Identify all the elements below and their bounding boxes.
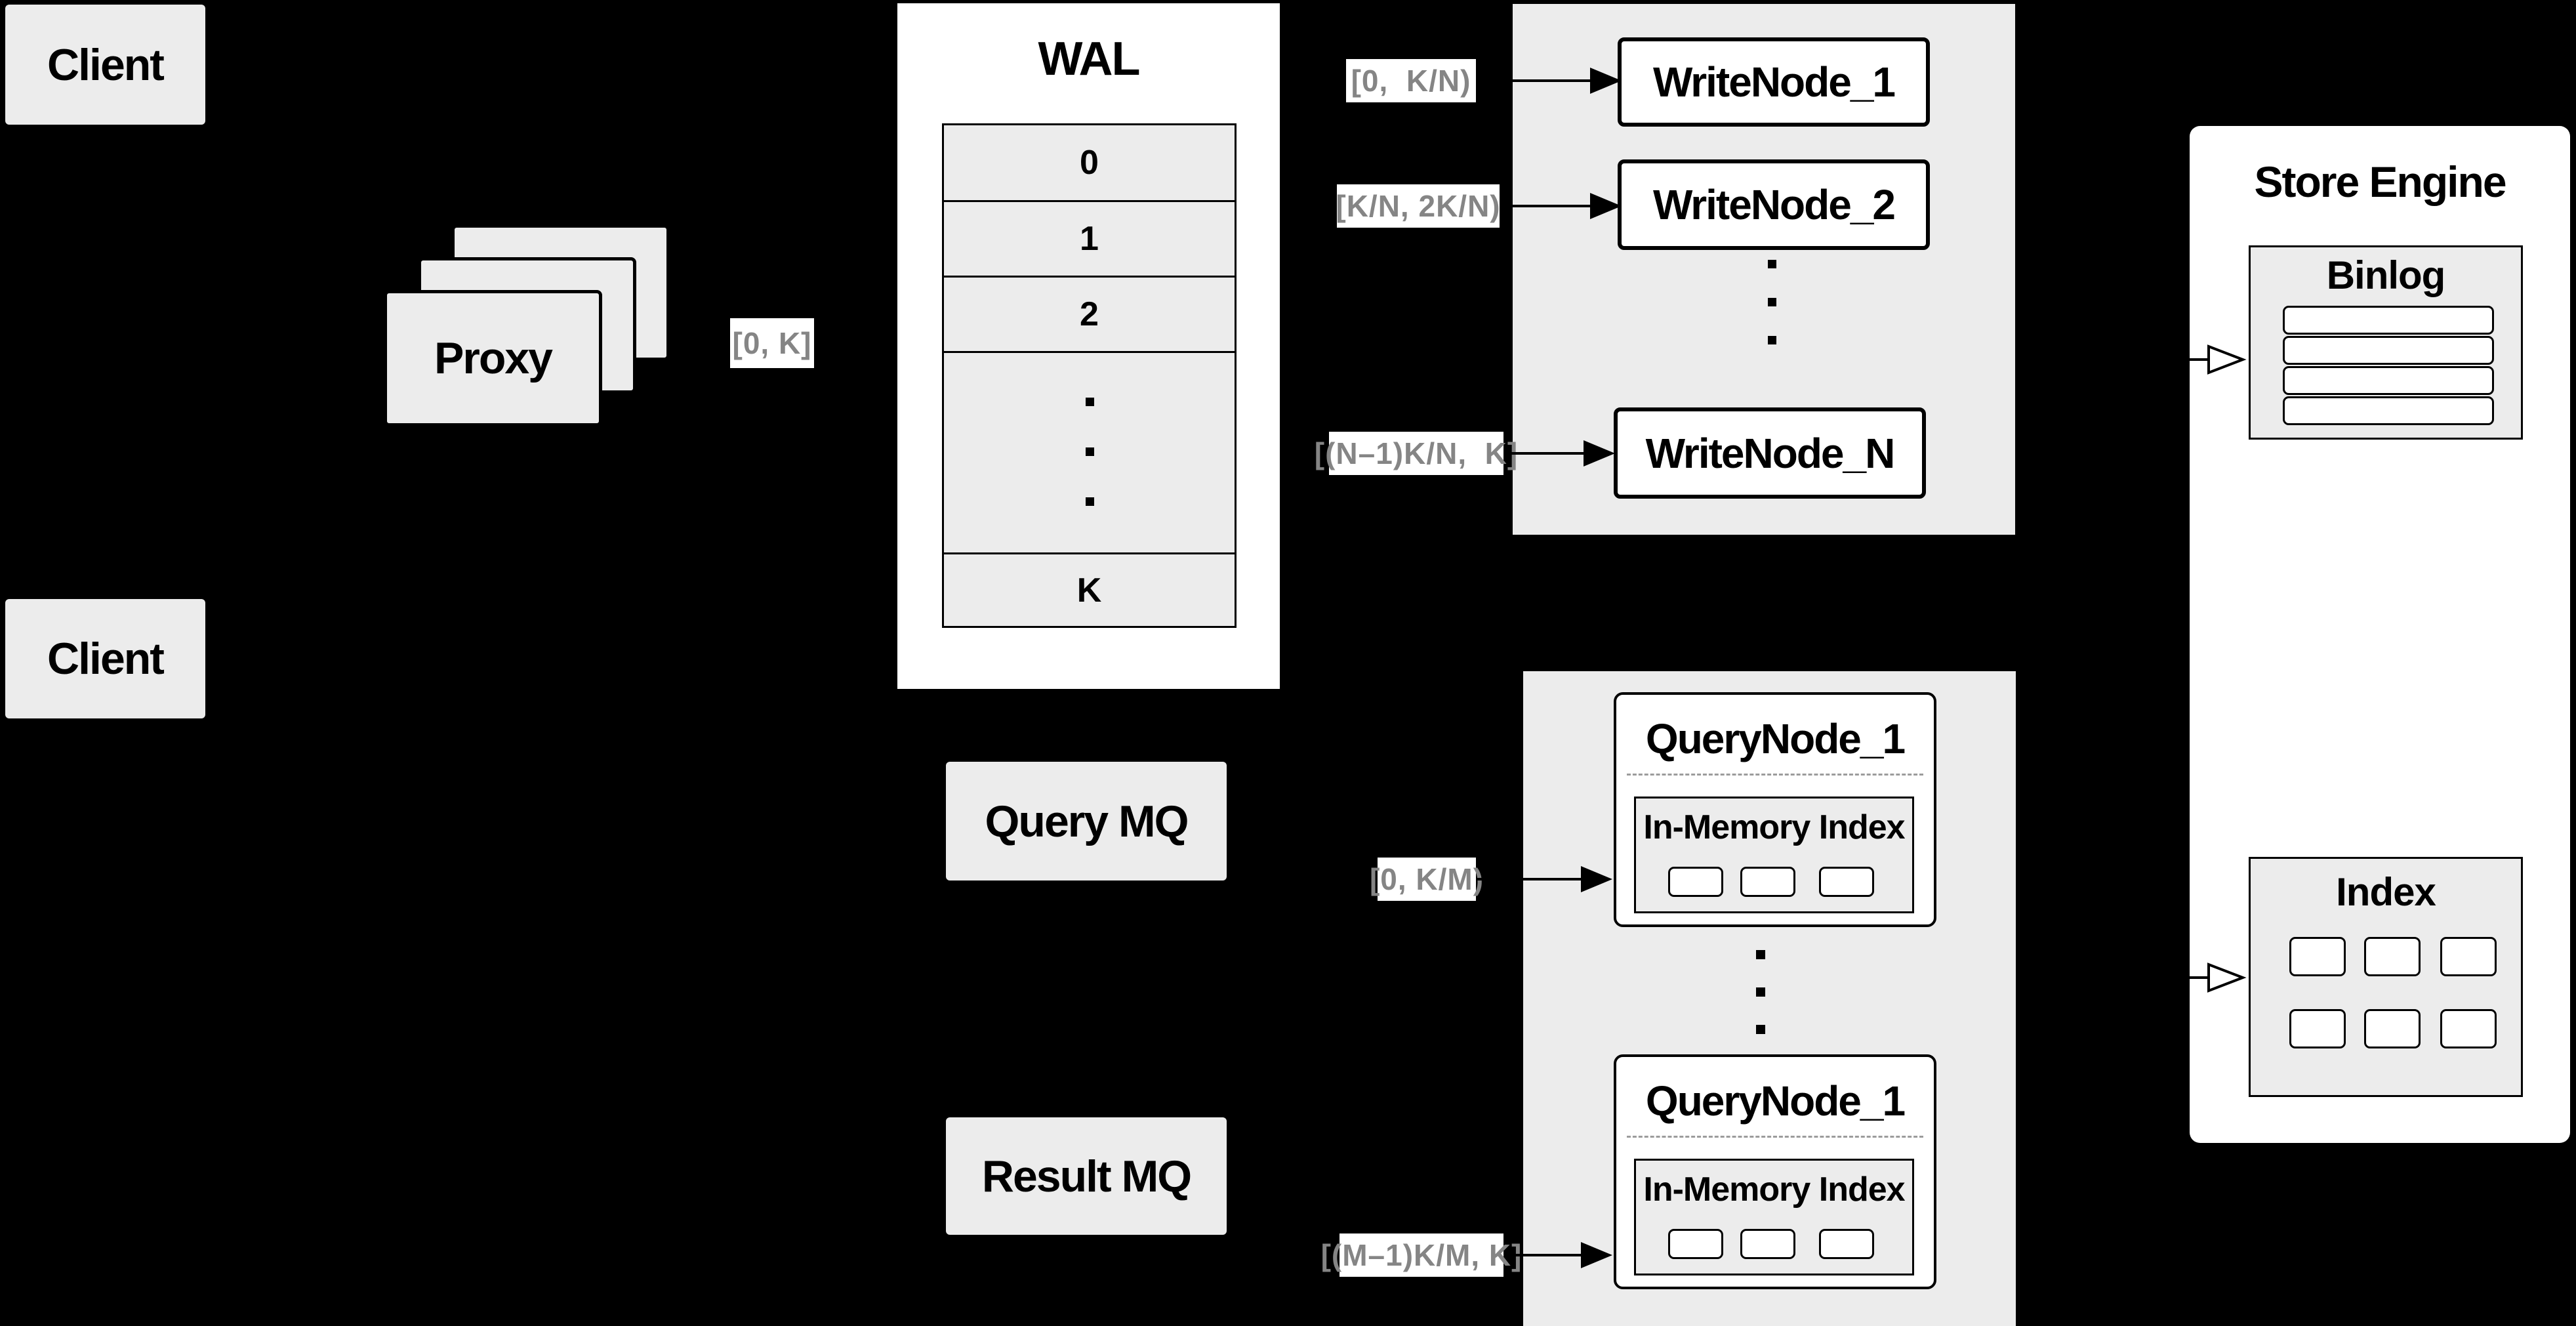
index-cell xyxy=(2289,937,2346,976)
wal-segment-row: 0 xyxy=(944,125,1235,202)
query-mq-box: Query MQ xyxy=(946,762,1227,881)
wal-box: WAL 0 1 2 K xyxy=(897,3,1280,689)
client-top-box: Client xyxy=(5,5,205,125)
query-node-top-title: QueryNode_1 xyxy=(1645,715,1906,762)
wal-segment-row: K xyxy=(1076,571,1102,610)
index-cell xyxy=(2440,1009,2497,1048)
binlog-row xyxy=(2283,366,2494,395)
query-node-top-box: QueryNode_1 In-Memory Index xyxy=(1614,692,1936,927)
wal-title: WAL xyxy=(1038,33,1141,85)
binlog-box: Binlog xyxy=(2249,245,2523,440)
index-cell xyxy=(2289,1009,2346,1048)
segment-slot xyxy=(1740,867,1795,897)
ellipsis-dot xyxy=(1756,950,1765,959)
arrow-to-index xyxy=(2132,963,2247,993)
write-node-2-box: WriteNode_2 xyxy=(1618,159,1930,250)
write-range-chip-2: [K/N, 2K/N) xyxy=(1336,184,1500,228)
write-range-chip-n: [(N–1)K/N, K] xyxy=(1315,432,1517,475)
arrow-to-write-node-2 xyxy=(1501,193,1622,219)
segment-slot xyxy=(1819,1229,1874,1259)
segment-slot xyxy=(1668,867,1723,897)
in-memory-index-box: In-Memory Index xyxy=(1634,1159,1914,1275)
wal-segment-row: 2 xyxy=(944,278,1235,353)
client-bottom-label: Client xyxy=(47,634,165,684)
binlog-row xyxy=(2283,396,2494,425)
arrow-to-query-node-bottom xyxy=(1505,1242,1612,1268)
in-memory-index-title: In-Memory Index xyxy=(1643,808,1905,846)
client-top-label: Client xyxy=(47,39,165,90)
proxy-range-chip: [0, K] xyxy=(730,318,814,368)
ellipsis-dot xyxy=(1768,260,1776,268)
arrow-to-binlog xyxy=(2132,344,2247,375)
ellipsis-dot xyxy=(1086,398,1094,406)
index-cell xyxy=(2440,937,2497,976)
segment-slot xyxy=(1819,867,1874,897)
ellipsis-dot xyxy=(1756,1025,1765,1034)
query-node-bottom-title: QueryNode_1 xyxy=(1645,1077,1906,1125)
store-engine-title: Store Engine xyxy=(2254,157,2506,206)
in-memory-index-title: In-Memory Index xyxy=(1643,1171,1905,1209)
index-title: Index xyxy=(2336,869,2436,914)
query-range-chip-m: [(M–1)K/M, K] xyxy=(1321,1233,1521,1277)
write-node-n-box: WriteNode_N xyxy=(1614,407,1926,499)
arrow-to-write-node-n xyxy=(1505,440,1615,466)
ellipsis-dot xyxy=(1086,497,1094,506)
ellipsis-dot xyxy=(1086,447,1094,456)
index-box: Index xyxy=(2249,857,2523,1097)
write-range-chip-1: [0, K/N) xyxy=(1346,59,1476,102)
wal-segment-row: 1 xyxy=(944,202,1235,278)
segment-slot xyxy=(1668,1229,1723,1259)
divider-dashed xyxy=(1627,1136,1923,1138)
proxy-card-front: Proxy xyxy=(384,290,602,426)
arrow-to-write-node-1 xyxy=(1477,68,1622,94)
proxy-label: Proxy xyxy=(434,333,553,383)
index-cell xyxy=(2364,1009,2421,1048)
result-mq-box: Result MQ xyxy=(946,1117,1227,1235)
write-node-1-box: WriteNode_1 xyxy=(1618,37,1930,127)
binlog-title: Binlog xyxy=(2326,253,2446,297)
index-cell xyxy=(2364,937,2421,976)
wal-ellipsis-row xyxy=(944,353,1235,554)
proxy-range-label: [0, K] xyxy=(732,326,812,360)
store-engine-panel: Store Engine Binlog Index xyxy=(2190,126,2570,1143)
ellipsis-dot xyxy=(1768,298,1776,306)
wal-segment-table: 0 1 2 K xyxy=(942,123,1237,628)
binlog-row xyxy=(2283,336,2494,365)
divider-dashed xyxy=(1627,774,1923,776)
ellipsis-dot xyxy=(1756,987,1765,997)
segment-slot xyxy=(1740,1229,1795,1259)
query-range-chip-1: [0, K/M) xyxy=(1370,858,1483,901)
arrow-to-query-node-top xyxy=(1477,866,1612,892)
client-bottom-box: Client xyxy=(5,599,205,718)
in-memory-index-box: In-Memory Index xyxy=(1634,797,1914,913)
binlog-row xyxy=(2283,306,2494,335)
query-node-bottom-box: QueryNode_1 In-Memory Index xyxy=(1614,1054,1936,1289)
ellipsis-dot xyxy=(1768,336,1776,344)
